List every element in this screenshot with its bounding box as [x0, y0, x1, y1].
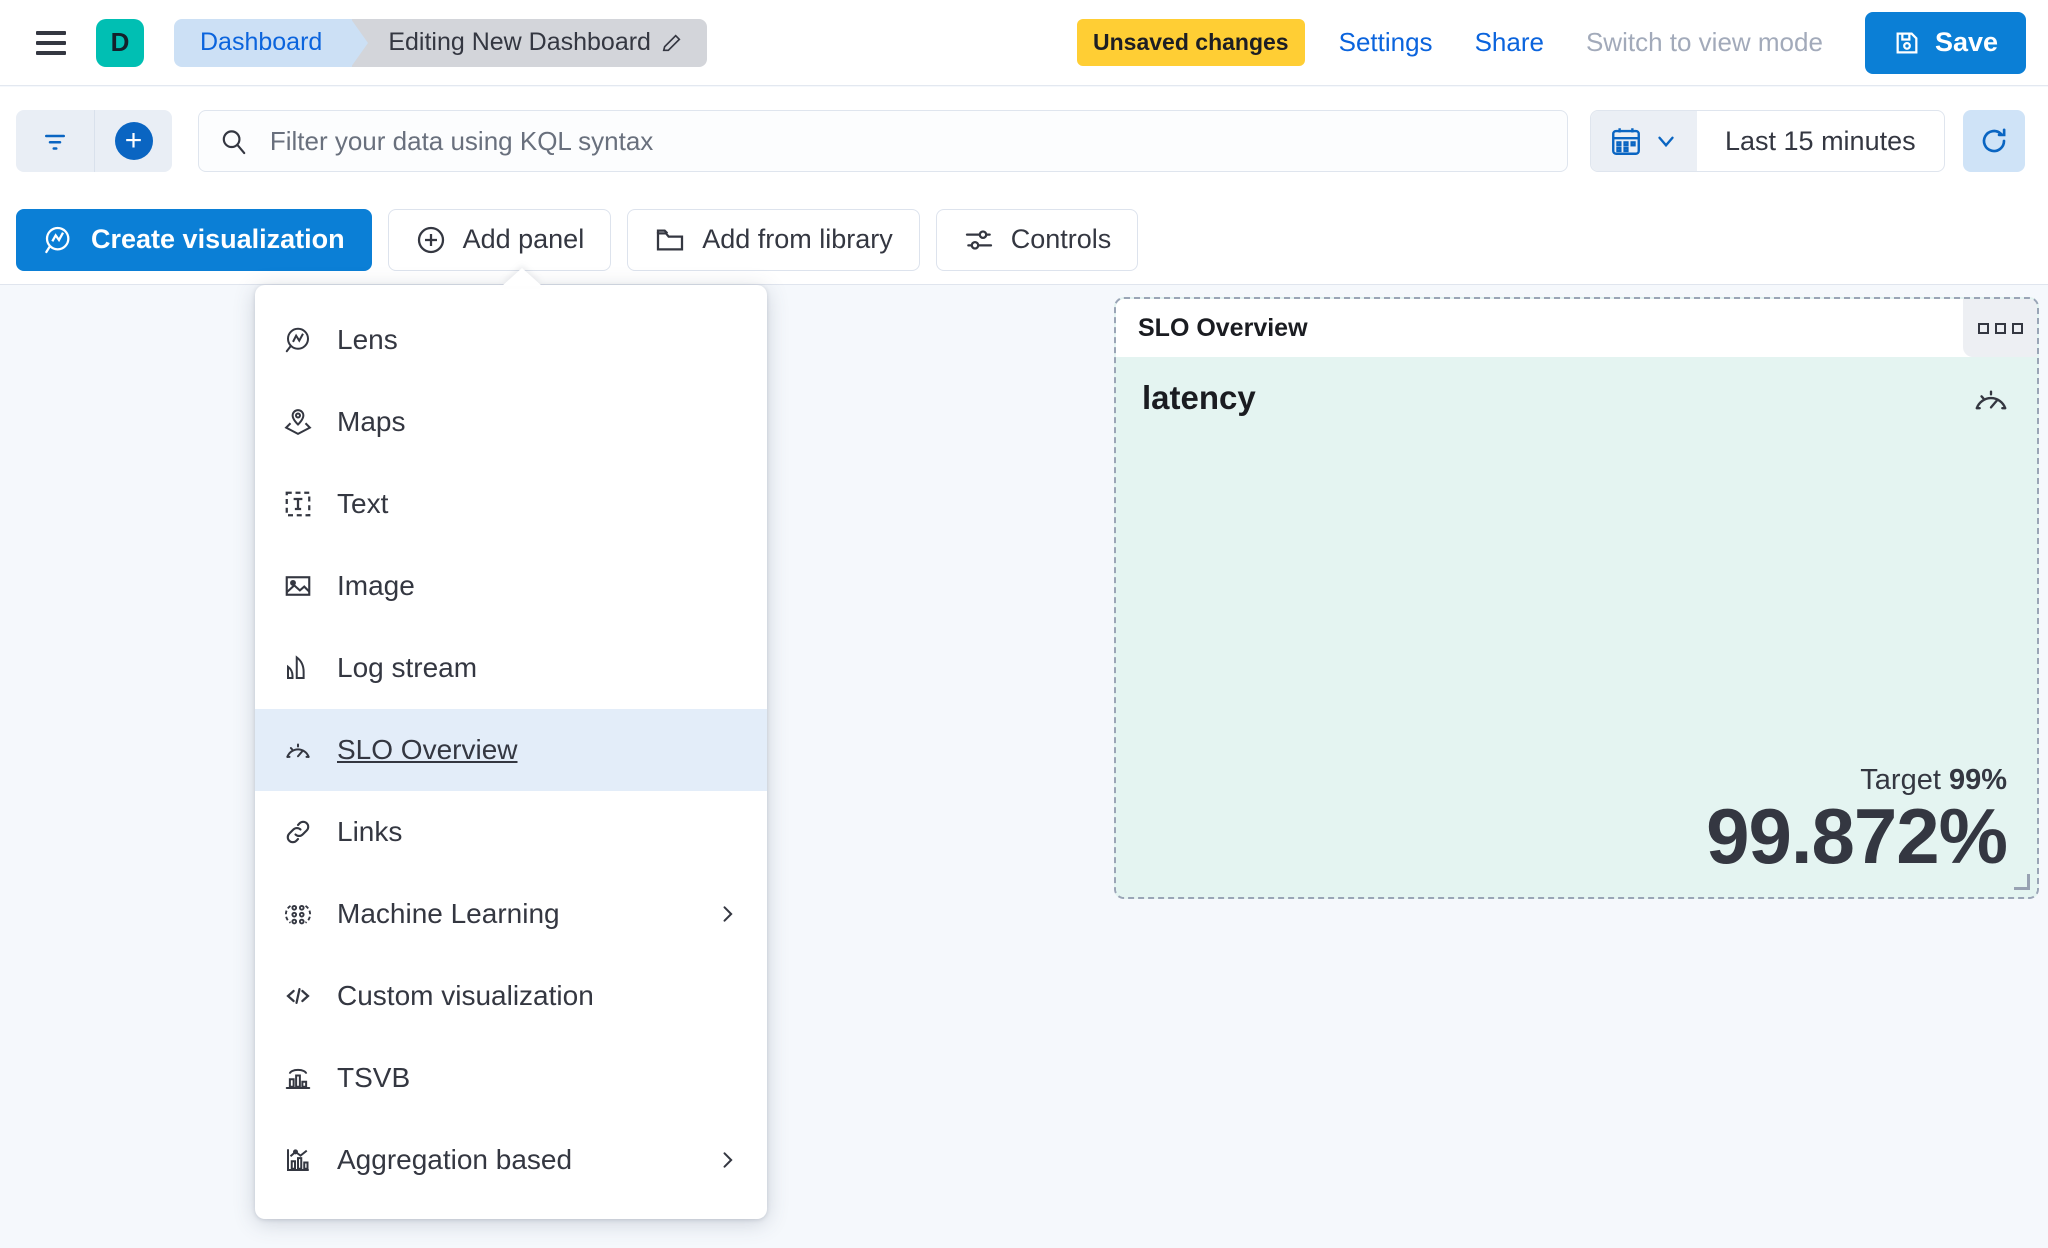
breadcrumb-current[interactable]: Editing New Dashboard — [352, 18, 707, 67]
chevron-down-icon — [1658, 136, 1674, 148]
date-picker: Last 15 minutes — [1590, 110, 1945, 172]
save-button-label: Save — [1934, 27, 1998, 57]
controls-sliders-icon — [965, 229, 992, 250]
filter-controls: + — [16, 110, 172, 172]
add-panel-label: Add panel — [462, 224, 585, 254]
log-stream-icon — [283, 653, 313, 683]
popover-arrow — [502, 268, 542, 286]
filter-options-button[interactable] — [16, 110, 94, 172]
menu-item-aggregation-based[interactable]: Aggregation based — [255, 1119, 767, 1201]
avatar[interactable]: D — [96, 18, 144, 67]
add-panel-button[interactable]: Add panel — [387, 208, 612, 271]
menu-item-log-stream[interactable]: Log stream — [255, 627, 767, 709]
link-icon — [283, 817, 313, 847]
gauge-icon — [283, 735, 313, 765]
chevron-right-icon — [723, 1152, 733, 1168]
save-button[interactable]: Save — [1864, 11, 2026, 74]
app-header: D Dashboard Editing New Dashboard Unsave… — [0, 0, 2048, 86]
search-icon — [222, 130, 246, 155]
code-icon — [283, 981, 313, 1011]
gauge-icon — [1971, 379, 2011, 424]
menu-item-label: Links — [337, 816, 403, 847]
add-from-library-button[interactable]: Add from library — [627, 208, 920, 271]
hamburger-icon[interactable] — [36, 30, 66, 55]
slo-sli-value: 99.872% — [1706, 792, 2008, 881]
slo-metrics: Target 99% 99.872% — [1142, 764, 2008, 881]
panel-body: latency Target 99% 99.872% — [1116, 357, 2037, 897]
menu-item-label: Maps — [337, 406, 406, 437]
breadcrumb-dashboard-label: Dashboard — [200, 28, 323, 56]
status-badge-unsaved: Unsaved changes — [1077, 19, 1305, 66]
dashboard-toolbar: Create visualization Add panel Add from … — [0, 195, 2048, 285]
aggregation-chart-icon — [283, 1145, 313, 1175]
menu-item-text[interactable]: Text — [255, 463, 767, 545]
filter-icon — [45, 134, 65, 150]
menu-item-image[interactable]: Image — [255, 545, 767, 627]
menu-item-links[interactable]: Links — [255, 791, 767, 873]
menu-item-label: Lens — [337, 324, 398, 355]
menu-item-label: Custom visualization — [337, 980, 594, 1011]
switch-to-view-mode-link[interactable]: Switch to view mode — [1585, 27, 1823, 57]
maps-pin-icon — [283, 407, 313, 437]
tsvb-chart-icon — [283, 1063, 313, 1093]
pencil-icon[interactable] — [661, 32, 683, 54]
calendar-icon — [1612, 128, 1640, 155]
menu-item-label: TSVB — [337, 1062, 411, 1093]
refresh-icon — [1982, 128, 2006, 153]
menu-item-maps[interactable]: Maps — [255, 381, 767, 463]
menu-item-custom-visualization[interactable]: Custom visualization — [255, 955, 767, 1037]
create-visualization-button[interactable]: Create visualization — [16, 208, 372, 271]
lens-icon — [45, 226, 70, 253]
controls-label: Controls — [1010, 224, 1112, 254]
menu-item-label: Image — [337, 570, 415, 601]
breadcrumb-current-label: Editing New Dashboard — [388, 28, 651, 56]
panel-context-menu-icon[interactable] — [1963, 299, 2037, 357]
breadcrumb-dashboard[interactable]: Dashboard — [174, 18, 369, 67]
slo-name: latency — [1142, 379, 1256, 416]
floppy-disk-icon — [1896, 32, 1918, 53]
settings-link[interactable]: Settings — [1338, 27, 1433, 57]
menu-item-tsvb[interactable]: TSVB — [255, 1037, 767, 1119]
query-bar: + Last 15 minutes — [0, 87, 2048, 195]
slo-overview-panel[interactable]: SLO Overview latency Target 99% 99.872% — [1114, 297, 2039, 899]
time-range-display[interactable]: Last 15 minutes — [1725, 125, 1916, 156]
panel-title: SLO Overview — [1138, 313, 1308, 342]
menu-item-label: Log stream — [337, 652, 478, 683]
plus-circle-icon: + — [114, 122, 153, 160]
date-quick-select-button[interactable] — [1591, 111, 1697, 171]
add-from-library-label: Add from library — [702, 224, 893, 254]
menu-item-slo-overview[interactable]: SLO Overview — [255, 709, 767, 791]
menu-item-lens[interactable]: Lens — [255, 299, 767, 381]
breadcrumb: Dashboard Editing New Dashboard — [174, 18, 707, 67]
slo-target-value: 99% — [1948, 764, 2007, 797]
search-input[interactable] — [269, 125, 1547, 157]
avatar-letter: D — [110, 27, 130, 57]
create-visualization-label: Create visualization — [91, 224, 345, 254]
machine-learning-icon — [283, 899, 313, 929]
add-filter-button[interactable]: + — [94, 110, 172, 172]
folder-icon — [657, 229, 684, 250]
menu-item-machine-learning[interactable]: Machine Learning — [255, 873, 767, 955]
share-link[interactable]: Share — [1474, 27, 1544, 57]
plus-circle-icon — [417, 226, 444, 253]
panel-header: SLO Overview — [1116, 299, 2037, 357]
menu-item-label: SLO Overview — [337, 734, 518, 765]
image-icon — [283, 571, 313, 601]
controls-button[interactable]: Controls — [935, 208, 1139, 271]
add-panel-menu: Lens Maps Text Image — [255, 268, 767, 1219]
menu-item-label: Machine Learning — [337, 898, 560, 929]
menu-item-label: Text — [337, 488, 389, 519]
slo-target-label: Target — [1860, 764, 1941, 797]
text-box-icon — [283, 489, 313, 519]
search-field[interactable] — [198, 110, 1568, 172]
header-actions: Unsaved changes Settings Share Switch to… — [1077, 11, 2026, 74]
refresh-button[interactable] — [1962, 110, 2025, 172]
lens-icon — [283, 325, 313, 355]
chevron-right-icon — [723, 906, 733, 922]
menu-item-label: Aggregation based — [337, 1144, 573, 1175]
panel-resize-handle[interactable] — [2014, 874, 2030, 890]
slo-target: Target 99% — [1142, 764, 2007, 797]
